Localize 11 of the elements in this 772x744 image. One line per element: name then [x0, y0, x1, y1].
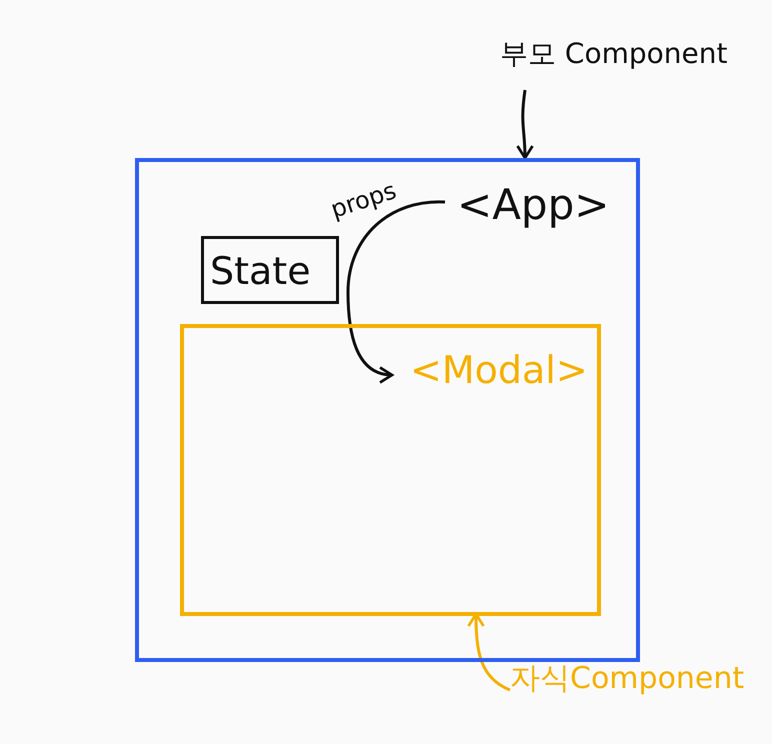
component-box: [135, 158, 640, 662]
arrow: [516, 90, 534, 160]
edge-label: props: [327, 176, 400, 224]
annotation-text: 부모 Component: [500, 36, 728, 72]
component-label: <App>: [457, 180, 610, 229]
component-box: [180, 324, 601, 616]
annotation-text: 자식Component: [510, 660, 744, 698]
component-label: State: [210, 249, 311, 293]
component-box: [201, 236, 339, 304]
component-label: <Modal>: [410, 348, 588, 392]
arrow: [346, 200, 446, 383]
